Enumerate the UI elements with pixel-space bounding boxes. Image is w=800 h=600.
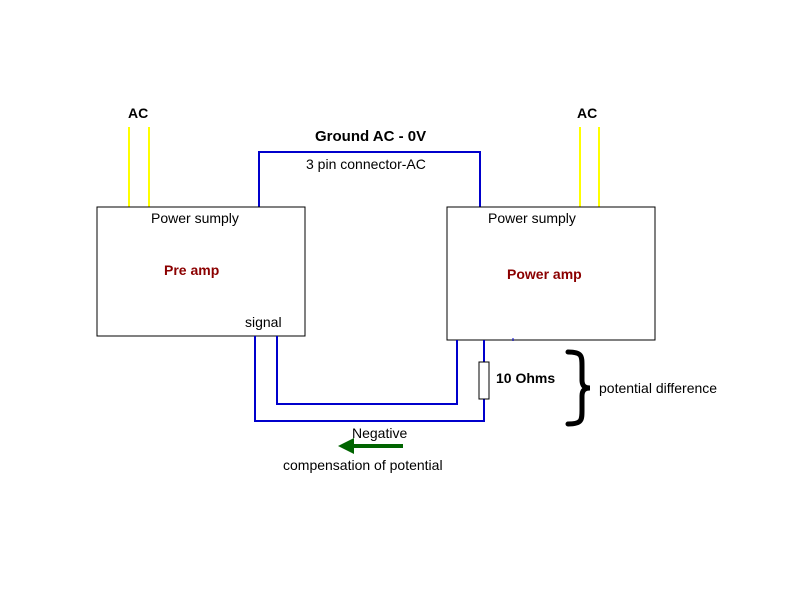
ac-label-left: AC	[128, 105, 149, 121]
preamp-power-label: Power sumply	[151, 210, 239, 226]
poweramp-box	[446, 206, 656, 341]
compensation-label: compensation of potential	[283, 457, 443, 473]
resistor-label: 10 Ohms	[496, 370, 556, 386]
signal-wire-inner	[276, 336, 458, 405]
ground-label: Ground AC - 0V	[315, 128, 427, 145]
potential-label: potential difference	[599, 380, 718, 396]
preamp-box	[96, 206, 306, 337]
negative-arrow-head	[338, 438, 354, 454]
resistor	[478, 361, 490, 400]
signal-wire-outer	[254, 336, 485, 422]
negative-label: Negative	[352, 425, 408, 441]
poweramp-name: Power amp	[507, 266, 582, 282]
ground-wire	[258, 151, 481, 207]
connector-label: 3 pin connector-AC	[306, 156, 426, 172]
ac-label-right: AC	[577, 105, 598, 121]
curly-brace	[565, 349, 591, 427]
preamp-signal-label: signal	[245, 314, 282, 330]
poweramp-power-label: Power sumply	[488, 210, 576, 226]
preamp-name: Pre amp	[164, 262, 220, 278]
